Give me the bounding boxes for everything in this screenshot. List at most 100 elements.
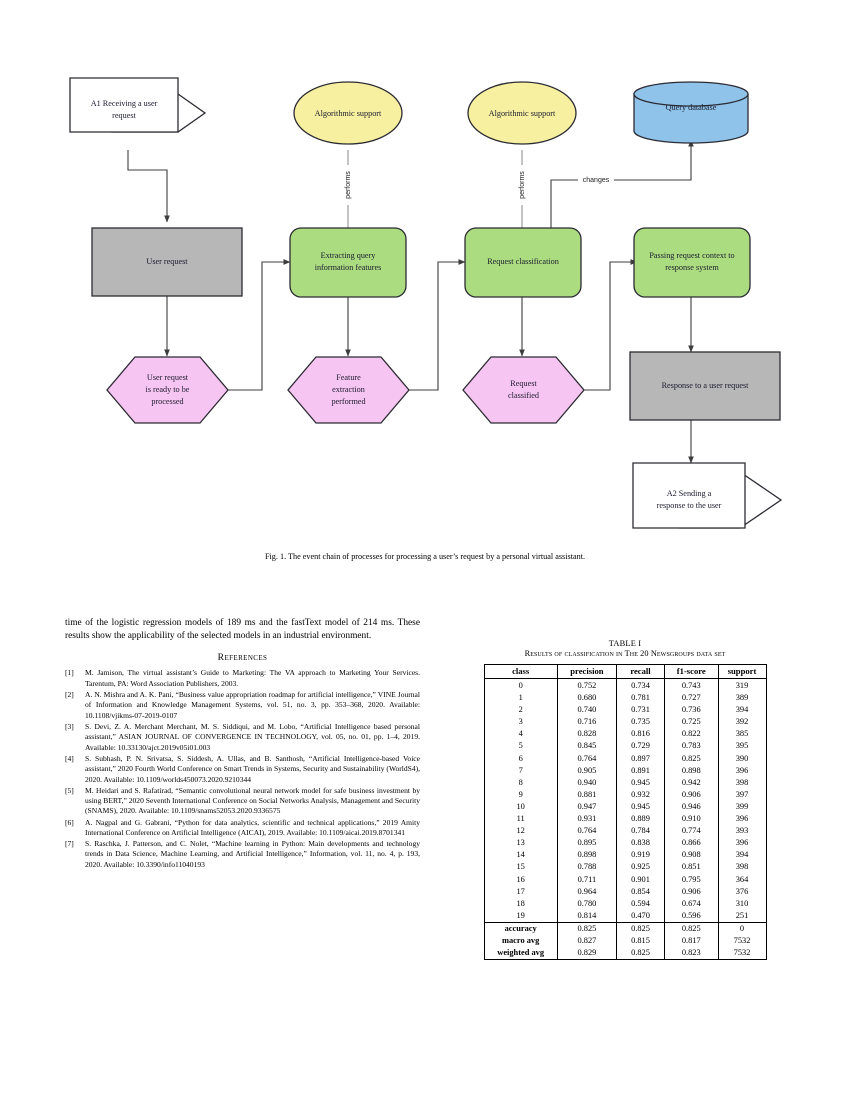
table-cell: 18	[516, 898, 525, 908]
table-cell: 0	[518, 681, 523, 690]
table-cell: 0.964	[556, 885, 617, 898]
table-cell: 0.908	[663, 849, 719, 862]
table-cell: 394	[717, 704, 766, 717]
left-column: time of the logistic regression models o…	[65, 617, 420, 871]
reference-text: S. Devi, Z. A. Merchant Merchant, M. S. …	[85, 721, 420, 752]
table-cell: 390	[717, 752, 766, 765]
table-cell: 0.825	[663, 922, 719, 935]
table-cell: 0.895	[556, 837, 617, 850]
reference-number: [2]	[65, 689, 74, 699]
column-header-precision: precision	[556, 664, 617, 679]
reference-text: A. N. Mishra and A. K. Pani, “Business v…	[85, 689, 420, 720]
node-feature-extraction-state: Feature extraction performed	[287, 356, 410, 424]
table-cell: 0.795	[663, 873, 719, 886]
reference-item: [5] M. Heidari and S. Rafatirad, “Semant…	[65, 786, 420, 817]
edge-state-to-extracting	[228, 259, 291, 391]
svg-text:response system: response system	[665, 263, 719, 272]
table-cell: 396	[717, 837, 766, 850]
node-start-event: A1 Receiving a user request	[69, 77, 207, 133]
reference-item: [7] S. Raschka, J. Patterson, and C. Nol…	[65, 839, 420, 870]
table-cell: 397	[717, 788, 766, 801]
table-cell: 4	[518, 729, 523, 739]
svg-text:performs: performs	[345, 171, 352, 199]
reference-item: [2] A. N. Mishra and A. K. Pani, “Busine…	[65, 690, 420, 721]
table-cell: 0.674	[663, 897, 719, 910]
table-cell: 0.816	[616, 728, 665, 741]
table-cell: 0.898	[663, 764, 719, 777]
svg-text:User request: User request	[147, 373, 189, 382]
svg-text:A1 Receiving a user: A1 Receiving a user	[91, 99, 158, 108]
edge-start-to-user-request	[127, 150, 170, 223]
table-cell: 0.881	[556, 788, 617, 801]
reference-item: [1] M. Jamison, The virtual assistant’s …	[65, 668, 420, 689]
table-cell: 396	[717, 813, 766, 826]
table-cell: 385	[717, 728, 766, 741]
table-cell: 251	[717, 909, 766, 923]
table-cell: 8	[518, 777, 523, 787]
table-cell: 0.854	[616, 885, 665, 898]
reference-item: [6] A. Nagpal and G. Gabrani, “Python fo…	[65, 818, 420, 839]
table-cell: 0.780	[556, 897, 617, 910]
table-cell: 0.784	[616, 825, 665, 838]
table-cell: 0.932	[616, 788, 665, 801]
table-cell: 0.851	[663, 861, 719, 874]
table-cell: 0.725	[663, 716, 719, 729]
reference-number: [4]	[65, 753, 74, 763]
table-cell: 0.906	[663, 885, 719, 898]
table-cell: 12	[516, 826, 525, 836]
table-cell: 0.901	[616, 873, 665, 886]
node-user-request-state: User request is ready to be processed	[106, 356, 229, 424]
svg-text:request: request	[112, 111, 136, 120]
table-cell: 0.716	[556, 716, 617, 729]
table-cell: 0.823	[663, 947, 719, 960]
reference-text: M. Heidari and S. Rafatirad, “Semantic c…	[85, 785, 420, 816]
table-cell: 0.838	[616, 837, 665, 850]
edge-label-changes: changes	[578, 173, 614, 184]
table-cell: 0.727	[663, 692, 719, 705]
classification-results-table: class precision recall f1-score support …	[483, 664, 767, 961]
table-cell: 0.825	[616, 947, 665, 960]
node-user-request-object: User request	[91, 227, 243, 297]
table-cell: 2	[518, 705, 523, 715]
table-cell: 1	[518, 693, 523, 703]
table-cell: 0.889	[616, 813, 665, 826]
table-subtitle: Results of classification in The 20 News…	[524, 649, 726, 658]
table-cell: 0.827	[556, 934, 617, 948]
table-cell: 0.594	[616, 897, 665, 910]
table-cell: 0.680	[556, 692, 617, 705]
table-cell: 0.940	[556, 776, 617, 789]
table-cell: 310	[717, 897, 766, 910]
svg-text:information features: information features	[315, 263, 382, 272]
table-cell: 11	[516, 814, 525, 824]
table-cell: 14	[516, 850, 525, 860]
table-cell: 364	[717, 873, 766, 886]
svg-text:User request: User request	[146, 257, 188, 266]
table-cell: 399	[717, 800, 766, 814]
node-request-classified-state: Request classified	[462, 356, 585, 424]
node-extracting-features: Extracting query information features	[289, 227, 407, 298]
edge-feature-state-to-classification	[408, 259, 466, 391]
node-algorithmic-support-1: Algorithmic support	[293, 81, 403, 145]
table-cell: 16	[516, 874, 525, 884]
table-cell: 5	[518, 741, 523, 751]
reference-number: [7]	[65, 839, 74, 848]
table-cell: 0.783	[663, 740, 719, 753]
table-cell: 0.734	[616, 678, 665, 693]
table-cell: 0.774	[663, 825, 719, 838]
table-summary-label: weighted avg	[497, 948, 545, 958]
table-cell: 0.897	[616, 752, 665, 765]
table-cell: 0.711	[556, 873, 617, 886]
reference-text: S. Raschka, J. Patterson, and C. Nolet, …	[85, 839, 420, 869]
table-header: class precision recall f1-score support	[484, 664, 766, 679]
table-cell: 395	[717, 740, 766, 753]
svg-text:Query database: Query database	[666, 103, 717, 112]
table-cell: 0.891	[616, 764, 665, 777]
